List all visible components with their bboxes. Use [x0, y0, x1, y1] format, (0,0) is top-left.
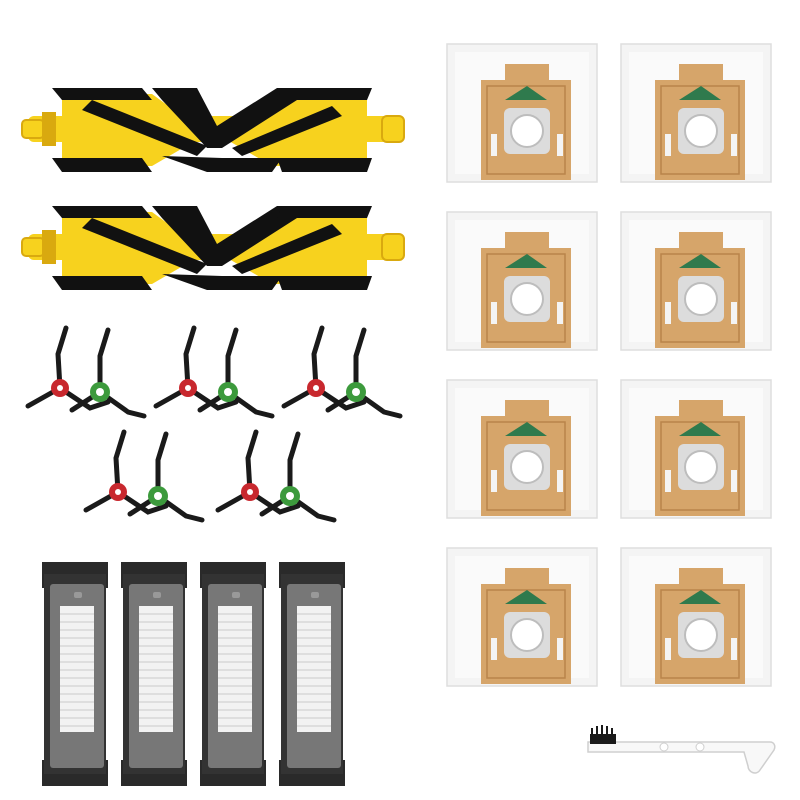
main-brush — [21, 87, 405, 173]
dust-bag — [620, 379, 772, 519]
side-brush-pair — [218, 432, 334, 520]
side-brush-pair — [86, 432, 202, 520]
hepa-filter — [278, 561, 346, 787]
hepa-filter — [41, 561, 109, 787]
dust-bag — [446, 379, 598, 519]
dust-bag — [446, 211, 598, 351]
dust-bag — [620, 547, 772, 687]
hepa-filter — [120, 561, 188, 787]
dust-bag — [446, 43, 598, 183]
side-brush-pair — [28, 328, 144, 416]
side-brush-pair — [156, 328, 272, 416]
main-brush — [21, 205, 405, 291]
dust-bag — [620, 211, 772, 351]
hepa-filter — [199, 561, 267, 787]
dust-bag — [446, 547, 598, 687]
dust-bag — [620, 43, 772, 183]
cleaning-tool — [587, 725, 776, 774]
side-brush-pair — [284, 328, 400, 416]
